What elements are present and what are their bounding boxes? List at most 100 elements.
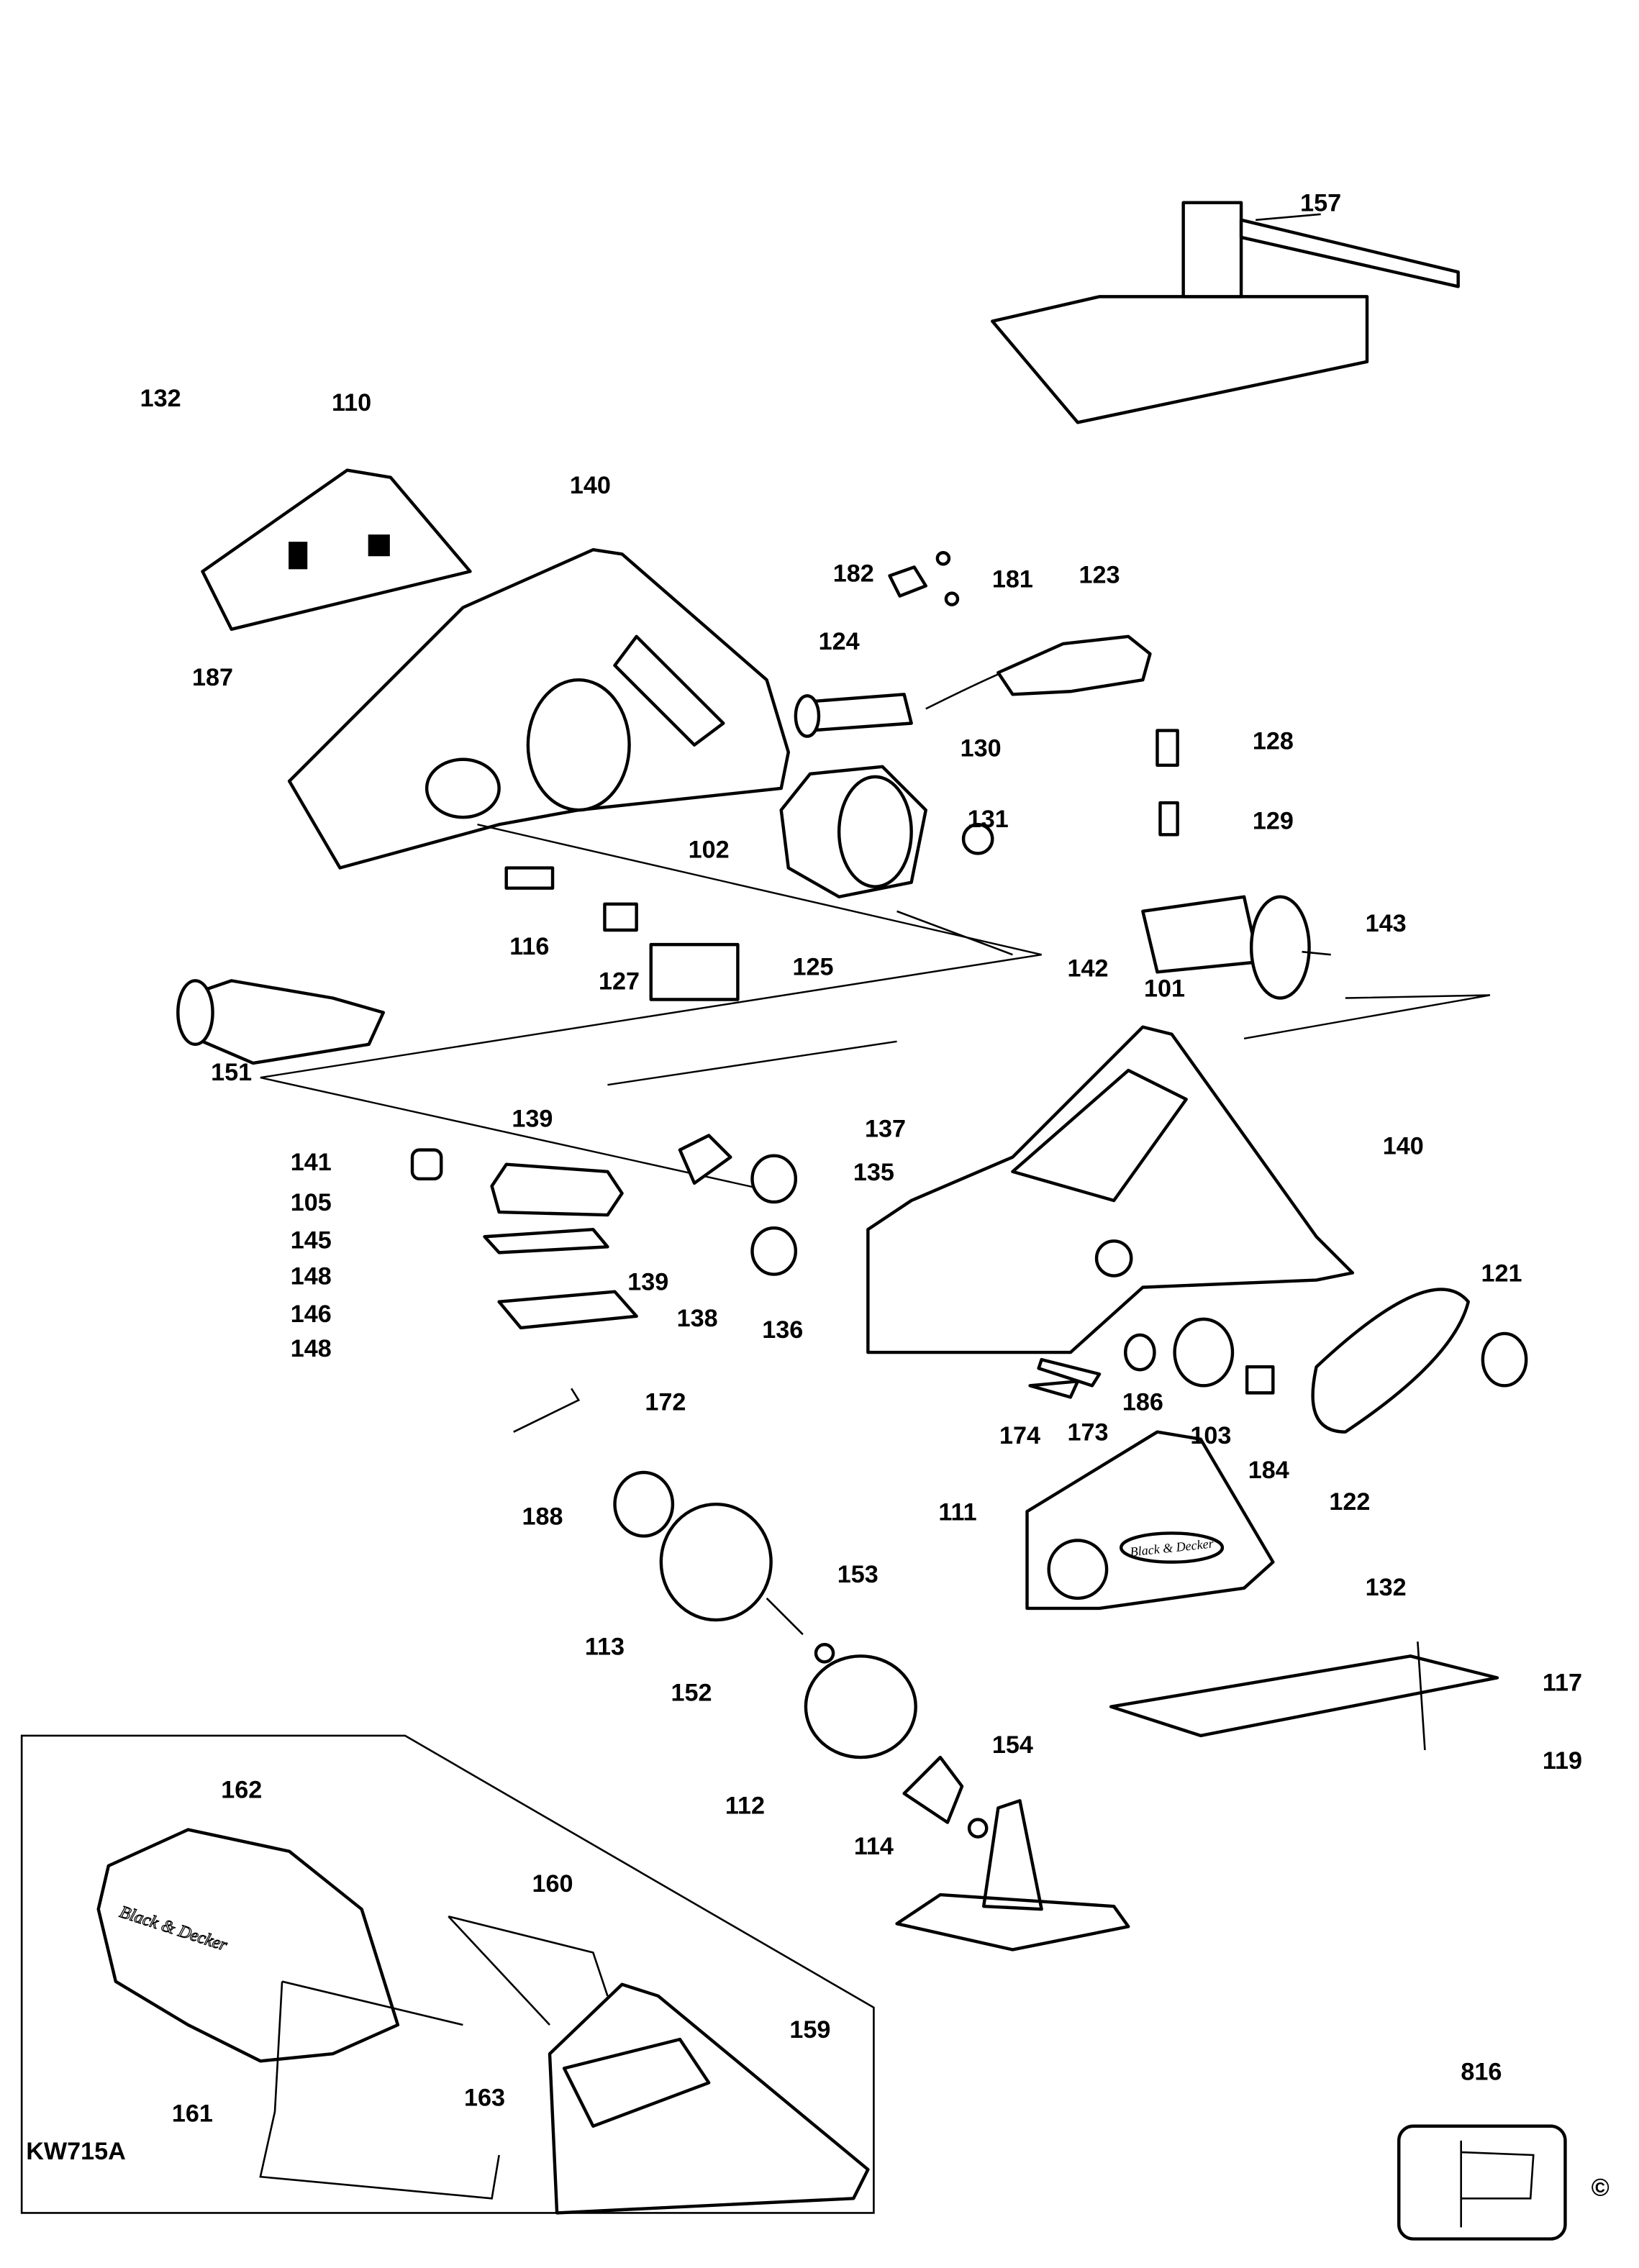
part-label-182: 182 [833, 560, 874, 587]
part-140-base-housing [866, 1025, 1355, 1354]
part-label-132: 132 [1366, 1574, 1407, 1601]
part-label-816: 816 [1461, 2058, 1502, 2085]
part-label-148: 148 [291, 1335, 332, 1362]
part-label-127: 127 [599, 967, 640, 995]
part-label-123: 123 [1079, 561, 1120, 588]
part-121-pulley [1481, 1331, 1528, 1388]
part-label-113: 113 [585, 1633, 625, 1660]
part-label-157: 157 [1300, 190, 1341, 217]
part-label-122: 122 [1329, 1488, 1370, 1516]
part-label-105: 105 [291, 1189, 332, 1216]
part-label-172: 172 [645, 1389, 686, 1416]
part-label-114: 114 [854, 1833, 894, 1860]
part-127-switch-actuator [603, 902, 638, 932]
part-label-124: 124 [819, 628, 860, 655]
part-label-186: 186 [1122, 1389, 1163, 1416]
part-172-hex-key [513, 1388, 581, 1433]
part-label-103: 103 [1190, 1422, 1231, 1449]
part-label-119: 119 [1543, 1747, 1582, 1775]
part-186-washer [1124, 1333, 1156, 1372]
part-label-140: 140 [1383, 1133, 1424, 1160]
assembly-reference-line [260, 824, 1491, 1195]
part-label-132: 132 [140, 385, 181, 412]
part-140-housing [287, 548, 790, 870]
part-label-142: 142 [1067, 955, 1108, 982]
part-label-160: 160 [532, 1870, 573, 1898]
part-162-dust-bag [96, 1828, 400, 2063]
part-label-128: 128 [1253, 728, 1294, 755]
part-123-power-cord [925, 634, 1152, 710]
part-label-116: 116 [509, 933, 549, 960]
inset-frame [20, 1734, 875, 2214]
part-113-knob [659, 1502, 773, 1622]
part-153-washer [814, 1643, 835, 1664]
part-label-110: 110 [332, 389, 371, 416]
part-124-cord-sleeve [794, 693, 913, 738]
part-114-spindle [902, 1755, 964, 1824]
part-label-139: 139 [627, 1269, 668, 1296]
part-112-knob-cap [804, 1654, 917, 1759]
part-label-152: 152 [671, 1680, 712, 1707]
part-110-side-cover [201, 468, 472, 632]
part-116-plate [504, 866, 555, 890]
part-182-cord-clamp [888, 551, 960, 606]
part-label-121: 121 [1481, 1260, 1522, 1288]
part-label-135: 135 [853, 1159, 894, 1186]
part-label-146: 146 [291, 1301, 332, 1328]
part-151-dust-adapter [176, 979, 386, 1065]
part-173-spring [1037, 1357, 1102, 1388]
part-128-brush-holder [1156, 729, 1179, 768]
part-label-130: 130 [961, 735, 1002, 762]
part-152-screw [766, 1597, 804, 1636]
part-154-nut [967, 1818, 989, 1839]
part-103-pulley [1173, 1317, 1235, 1388]
part-label-125: 125 [792, 953, 833, 980]
part-122-drive-belt [1311, 1288, 1470, 1434]
part-label-188: 188 [522, 1503, 563, 1530]
part-label-151: 151 [211, 1059, 252, 1086]
part-188-o-ring [613, 1470, 675, 1538]
part-142-screw [896, 910, 1013, 956]
part-label-173: 173 [1067, 1419, 1108, 1447]
part-159-bag-holder [548, 1982, 870, 2215]
part-label-138: 138 [677, 1305, 718, 1332]
part-label-162: 162 [221, 1776, 262, 1803]
part-label-131: 131 [968, 806, 1009, 833]
part-102-field [779, 765, 994, 898]
part-stand [895, 1799, 1130, 1952]
part-184-nut [1245, 1365, 1275, 1395]
part-160-wire [448, 1915, 609, 2026]
part-label-137: 137 [865, 1116, 906, 1143]
part-label-140: 140 [570, 472, 611, 499]
part-161-wire-frame [259, 1980, 500, 2200]
part-label-141: 141 [291, 1149, 332, 1176]
part-label-181: 181 [992, 565, 1033, 593]
part-label-136: 136 [762, 1316, 803, 1344]
part-816-label-icon [1397, 2124, 1567, 2241]
part-label-187: 187 [192, 664, 233, 691]
part-label-111: 111 [938, 1498, 976, 1526]
part-label-145: 145 [291, 1226, 332, 1254]
model-code: KW715A [26, 2138, 126, 2165]
part-label-117: 117 [1543, 1670, 1582, 1697]
part-105-cutter-head [410, 1134, 798, 1330]
copyright-symbol: © [1592, 2174, 1610, 2201]
part-label-129: 129 [1253, 807, 1294, 834]
part-label-143: 143 [1366, 910, 1407, 937]
part-label-148: 148 [291, 1263, 332, 1290]
part-label-154: 154 [992, 1731, 1033, 1759]
part-101-armature [1141, 895, 1331, 1000]
part-125-switch [649, 942, 740, 1001]
part-label-112: 112 [725, 1792, 765, 1819]
part-label-184: 184 [1248, 1457, 1289, 1484]
part-label-139: 139 [512, 1105, 553, 1132]
part-111-belt-cover: Black & Decker [1025, 1430, 1275, 1611]
part-label-161: 161 [172, 2100, 213, 2128]
part-label-153: 153 [837, 1561, 878, 1588]
part-117-base-plate [1109, 1654, 1499, 1738]
part-label-174: 174 [999, 1422, 1040, 1449]
part-label-159: 159 [789, 2016, 830, 2044]
part-174-clip [1028, 1380, 1080, 1399]
part-label-163: 163 [464, 2085, 505, 2112]
